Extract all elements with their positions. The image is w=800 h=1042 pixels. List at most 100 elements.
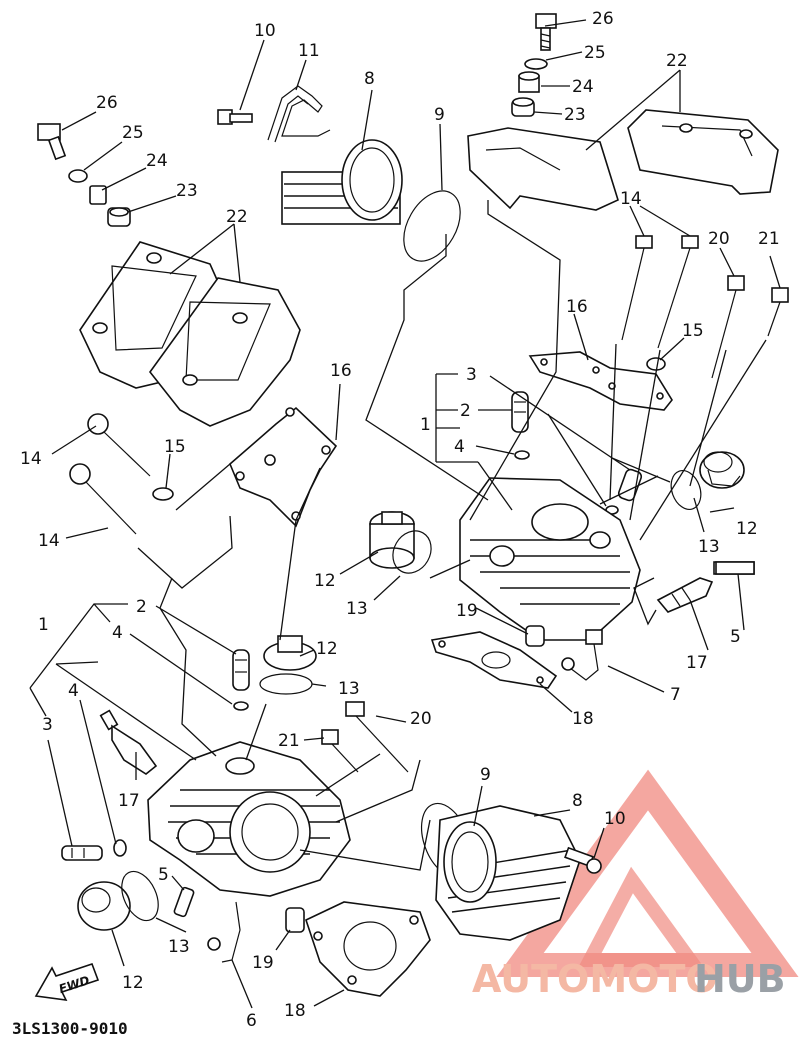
callout-20-bottom: 20 [410, 709, 432, 729]
callout-19-top: 19 [456, 601, 478, 621]
callout-13-bottom-left: 13 [168, 937, 190, 957]
part-cap-12-center [369, 511, 415, 569]
fwd-arrow-icon: FWD [34, 962, 100, 1001]
part-oring-13-bottom-center [259, 673, 313, 695]
part-bracket-16-left [229, 406, 338, 528]
callout-18-top: 18 [572, 709, 594, 729]
part-grommet-19-bottom [285, 907, 305, 933]
callout-13-right: 13 [698, 537, 720, 557]
part-cylinder-8-top [281, 139, 403, 225]
callout-24-top: 24 [572, 77, 594, 97]
callout-8-top: 8 [364, 69, 375, 89]
callout-12-right: 12 [736, 519, 758, 539]
part-pipe-6 [207, 901, 241, 963]
part-insert-5-bottom [173, 886, 195, 918]
part-bracket-16-top [528, 351, 673, 411]
callout-23-left: 23 [176, 181, 198, 201]
callout-3-top: 3 [466, 365, 477, 385]
callout-14-left-a: 14 [20, 449, 42, 469]
callout-21-top: 21 [758, 229, 780, 249]
part-code-label: 3LS1300-9010 [12, 1019, 128, 1038]
callout-4-bottom-b: 4 [68, 681, 79, 701]
part-cap-12-bottom-center [263, 635, 317, 671]
part-oring-13-bottom-left [121, 870, 159, 922]
part-oring-13-right [670, 470, 702, 510]
callout-25-left: 25 [122, 123, 144, 143]
callout-13-bottom-center: 13 [338, 679, 360, 699]
callout-9-top: 9 [434, 105, 445, 125]
callout-25-top: 25 [584, 43, 606, 63]
callout-12-bottom-center: 12 [316, 639, 338, 659]
callout-5-bottom: 5 [158, 865, 169, 885]
part-washer-25-left [68, 169, 88, 183]
callout-5-right: 5 [730, 627, 741, 647]
part-insert-5-right [715, 561, 755, 575]
part-bolt-26-left [37, 123, 67, 161]
part-bolt-10-top [217, 109, 253, 125]
callout-9-bottom: 9 [480, 765, 491, 785]
callout-17-left: 17 [118, 791, 140, 811]
callout-labels: 26 25 24 23 22 10 11 8 9 26 25 24 23 22 … [12, 9, 780, 1038]
callout-16-top: 16 [566, 297, 588, 317]
part-cap-12-right [699, 451, 745, 489]
callout-10-bottom: 10 [604, 809, 626, 829]
part-bolt-20-top [711, 275, 745, 379]
part-valve-2-bottom [232, 649, 250, 691]
callout-3-bottom: 3 [42, 715, 53, 735]
callout-1-bottom: 1 [38, 615, 49, 635]
part-cylinder-head-1-top [459, 477, 641, 641]
callout-22-left: 22 [226, 207, 248, 227]
watermark-logo: AUTOMOTO HUB [472, 769, 799, 1001]
callout-21-bottom: 21 [278, 731, 300, 751]
callout-17-right: 17 [686, 653, 708, 673]
part-pipe-11 [267, 85, 331, 143]
part-long-bolt-14-left-b [69, 463, 137, 535]
callout-23-top: 23 [564, 105, 586, 125]
callout-20-top: 20 [708, 229, 730, 249]
part-pipe-7 [561, 629, 603, 681]
callout-13-center: 13 [346, 599, 368, 619]
callout-26-left: 26 [96, 93, 118, 113]
part-valve-2-top [511, 391, 529, 433]
callout-1-top: 1 [420, 415, 431, 435]
part-bolt-10-bottom [564, 846, 602, 874]
part-cap-12-bottom-left [77, 881, 131, 931]
part-collar-24-top [518, 71, 540, 93]
callout-10-top: 10 [254, 21, 276, 41]
callout-24-left: 24 [146, 151, 168, 171]
callout-12-bottom-left: 12 [122, 973, 144, 993]
callout-7: 7 [670, 685, 681, 705]
callout-2-top: 2 [460, 401, 471, 421]
part-spark-plug-17-left [99, 709, 158, 775]
part-bolt-21-bottom [321, 729, 359, 773]
watermark-text-hub: HUB [694, 957, 786, 1001]
callout-26-top: 26 [592, 9, 614, 29]
callout-2-bottom: 2 [136, 597, 147, 617]
callout-4-bottom-a: 4 [112, 623, 123, 643]
part-head-cover-22-top [467, 109, 779, 211]
callout-8-bottom: 8 [572, 791, 583, 811]
part-head-cover-22-left [79, 241, 301, 427]
part-bolt-21-top [767, 287, 789, 337]
callout-19-bottom: 19 [252, 953, 274, 973]
callout-4-top: 4 [454, 437, 465, 457]
part-gasket-18-top [430, 631, 558, 689]
part-valve-3-bottom [61, 845, 103, 861]
callout-12-center: 12 [314, 571, 336, 591]
part-cylinder-head-1-bottom [147, 741, 351, 897]
part-gasket-18-bottom [305, 901, 431, 997]
part-grommet-19-top [525, 625, 545, 647]
part-clip-4-top [514, 450, 530, 460]
part-washer-15-left [152, 487, 174, 501]
part-oring-13-center [392, 530, 432, 574]
part-long-bolt-14-left-a [87, 413, 151, 477]
part-washer-15-top [646, 357, 666, 371]
callout-16-left: 16 [330, 361, 352, 381]
callout-14-top: 14 [620, 189, 642, 209]
part-cylinder-8-bottom [435, 805, 581, 941]
callout-18-bottom: 18 [284, 1001, 306, 1021]
leader-lines [29, 19, 781, 1009]
callout-11: 11 [298, 41, 320, 61]
